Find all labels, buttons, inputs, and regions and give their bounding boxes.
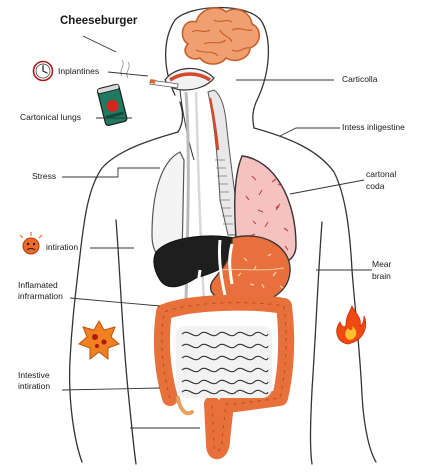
brain — [181, 7, 261, 65]
fire-icon — [336, 304, 367, 345]
label-cartonical-lungs: Cartonical lungs — [20, 112, 81, 122]
label-intiration: intiration — [46, 242, 79, 252]
soda-can-icon — [96, 83, 128, 127]
label-mear-line1: Mear — [372, 259, 392, 269]
label-inflamated-line2: infrarmation — [18, 291, 63, 301]
leader-lines — [61, 35, 372, 429]
label-intestive-line2: intiration — [18, 381, 51, 391]
virus-icon — [78, 319, 120, 361]
label-cartonal-line1: cartonal — [366, 169, 397, 179]
label-inflamated-line1: Inflamated — [18, 280, 58, 290]
cigarette-icon — [120, 59, 179, 89]
appendix — [176, 396, 194, 416]
label-cartonal-line2: coda — [366, 181, 385, 191]
label-mear-line2: brain — [372, 271, 391, 281]
diagram-title: Cheeseburger — [60, 15, 138, 27]
label-carticolla: Carticolla — [342, 74, 378, 84]
label-intestive-line1: Intestive — [18, 370, 50, 380]
small-intestine — [176, 326, 272, 398]
label-stress: Stress — [32, 171, 57, 181]
label-inplantines: Inplantines — [58, 66, 100, 76]
label-intess-inligestine: Intess inligestine — [342, 122, 405, 132]
clock-icon — [32, 60, 54, 82]
inflamed-face-icon — [19, 232, 43, 255]
